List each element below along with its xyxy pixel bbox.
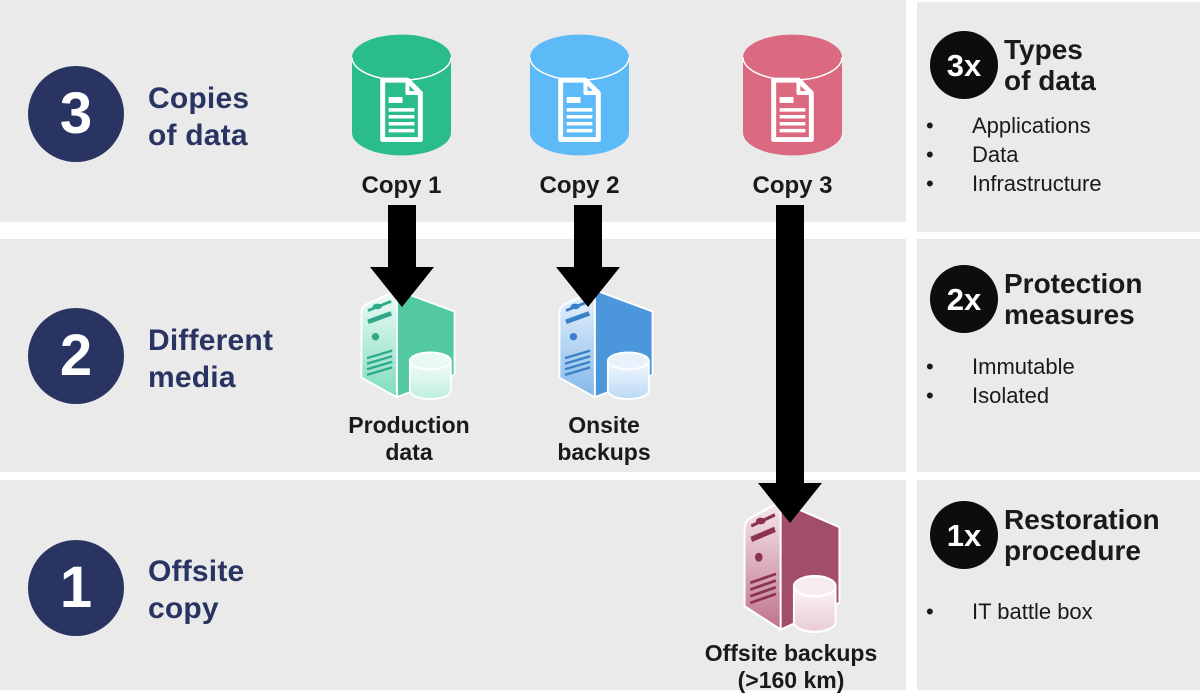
row-number-badge-3: 3 bbox=[28, 66, 124, 162]
sidebar-bullets-restoration: • IT battle box bbox=[926, 599, 1194, 628]
row-title-different-media: Different media bbox=[148, 322, 273, 396]
document-icon bbox=[771, 77, 814, 143]
bullet-icon: • bbox=[926, 142, 934, 167]
sidebar-title-types-of-data: Types of data bbox=[1004, 34, 1096, 96]
database-icon bbox=[529, 34, 630, 156]
row-number-badge-2: 2 bbox=[28, 308, 124, 404]
server-icon bbox=[558, 289, 654, 400]
copy-label: Copy 1 bbox=[361, 172, 442, 199]
onsite-backups-label: Onsite backups bbox=[557, 412, 651, 465]
row-title-offsite-copy: Offsite copy bbox=[148, 553, 244, 627]
copy-3-database: Copy 3 bbox=[741, 32, 844, 200]
row-title-line: media bbox=[148, 361, 236, 394]
sidebar-bullets-protection: • Immutable • Isolated bbox=[926, 354, 1194, 412]
bullet-icon: • bbox=[926, 599, 934, 624]
row-title-line: of data bbox=[148, 119, 248, 152]
list-item: • Isolated bbox=[926, 383, 1050, 408]
production-data-label: Production data bbox=[348, 412, 470, 465]
row-number-text: 2 bbox=[59, 323, 93, 388]
row-number-text: 1 bbox=[59, 555, 93, 620]
offsite-backup-server bbox=[737, 487, 847, 638]
down-arrow-icon-long bbox=[758, 205, 822, 523]
copy-label: Copy 3 bbox=[752, 172, 833, 199]
server-icon bbox=[743, 500, 841, 633]
down-arrow-icon bbox=[556, 205, 620, 307]
copy-1-database: Copy 1 bbox=[350, 32, 453, 200]
row-number-text: 3 bbox=[59, 81, 93, 146]
onsite-backup-server bbox=[552, 278, 660, 405]
badge-1x: 1x bbox=[930, 501, 998, 569]
list-item: • Data bbox=[926, 142, 1019, 167]
list-item: • IT battle box bbox=[926, 599, 1093, 624]
document-icon bbox=[558, 77, 601, 143]
server-icon bbox=[360, 289, 456, 400]
list-item: • Applications bbox=[926, 113, 1091, 138]
bullet-icon: • bbox=[926, 354, 934, 379]
production-server bbox=[354, 278, 462, 405]
list-item: • Infrastructure bbox=[926, 171, 1102, 196]
row-title-copies-of-data: Copies of data bbox=[148, 80, 249, 154]
document-icon bbox=[380, 77, 423, 143]
row-title-line: Different bbox=[148, 324, 274, 357]
row-title-line: copy bbox=[148, 592, 219, 625]
sidebar-title-restoration-procedure: Restoration procedure bbox=[1004, 504, 1160, 566]
offsite-backups-label: Offsite backups (>160 km) bbox=[704, 640, 878, 693]
list-item: • Immutable bbox=[926, 354, 1075, 379]
sidebar-bullets-types: • Applications • Data • Infrastructure bbox=[926, 113, 1194, 200]
row-number-badge-1: 1 bbox=[28, 540, 124, 636]
row-title-line: Offsite bbox=[148, 555, 245, 588]
badge-3x: 3x bbox=[930, 31, 998, 99]
database-icon bbox=[742, 34, 843, 156]
down-arrow-icon bbox=[370, 205, 434, 307]
copy-label: Copy 2 bbox=[539, 172, 620, 199]
database-icon bbox=[351, 34, 452, 156]
bullet-icon: • bbox=[926, 113, 934, 138]
copy-2-database: Copy 2 bbox=[528, 32, 631, 200]
bullet-icon: • bbox=[926, 171, 934, 196]
row-title-line: Copies bbox=[148, 82, 250, 115]
bullet-icon: • bbox=[926, 383, 934, 408]
sidebar-title-protection-measures: Protection measures bbox=[1004, 268, 1143, 330]
badge-2x: 2x bbox=[930, 265, 998, 333]
